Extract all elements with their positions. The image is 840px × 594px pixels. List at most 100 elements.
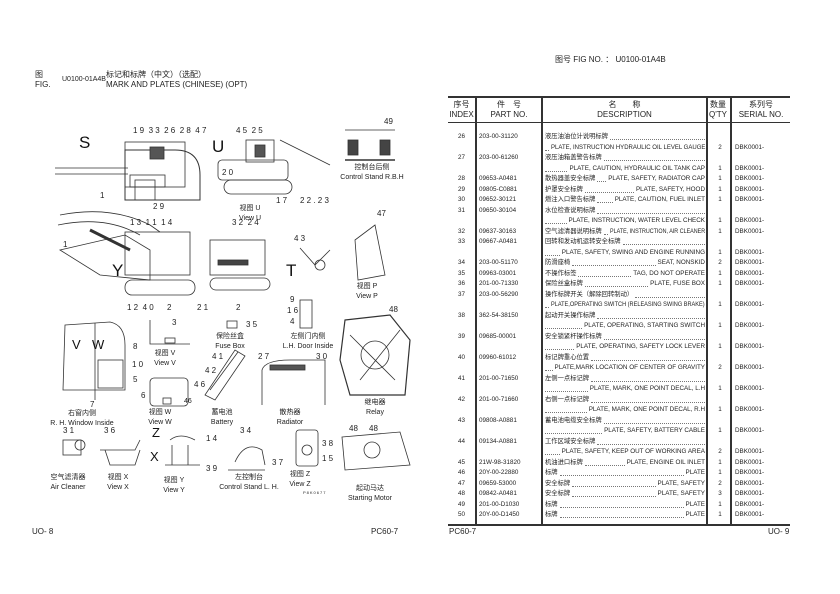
caption-cn: 视图 Z <box>289 471 311 478</box>
row-index: 40 <box>457 353 465 361</box>
leader-dots <box>585 191 634 193</box>
caption-cn: 视图 P <box>356 283 378 290</box>
row-part-no: 09685-00001 <box>479 332 517 340</box>
callout: 3 8 <box>322 439 334 448</box>
row-qty: 1 <box>718 458 722 466</box>
header-qty-cn: 数量 <box>710 100 726 109</box>
caption-cn: 视图 Y <box>163 477 185 484</box>
caption-en: View Y <box>163 487 185 494</box>
description-en: PLATE, SAFETY, HOOD <box>635 185 705 193</box>
description-en: PLATE, OPERATING, SAFETY LOCK LEVER <box>576 343 705 350</box>
right-model: PC60-7 <box>449 527 477 536</box>
description-cn: 标牌 <box>545 500 558 508</box>
row-serial: DBK0001- <box>735 448 765 455</box>
row-index: 48 <box>457 490 465 497</box>
callout: 4 5 2 5 <box>236 126 263 135</box>
description-cn: 机油进口标牌 <box>545 458 583 466</box>
leader-dots <box>560 517 684 518</box>
row-part-no: 09963-03001 <box>479 269 517 277</box>
description-en: PLATE, MARK, ONE POINT DECAL, L.H <box>589 385 705 392</box>
description-en: SEAT, NONSKID <box>657 259 705 266</box>
row-qty: 2 <box>718 448 722 455</box>
header-index-cn: 序号 <box>453 100 470 109</box>
row-index: 41 <box>457 374 465 382</box>
description-en: PLATE,MARK LOCATION OF CENTER OF GRAVITY <box>554 364 705 371</box>
left-page-number: UO- 8 <box>32 527 54 536</box>
header-qty-en: Q'TY <box>709 110 727 119</box>
caption-en: L.H. Door Inside <box>282 343 334 350</box>
row-part-no: 201-00-71330 <box>479 280 519 287</box>
view-y-drawing <box>165 435 200 466</box>
description-en: PLATE, ENGINE OIL INLET <box>626 458 705 466</box>
leader-dots <box>560 475 684 476</box>
description-en: PLATE, MARK, ONE POINT DECAL, R.H <box>588 406 705 413</box>
row-description: 机油进口标牌 PLATE, ENGINE OIL INLET <box>545 458 705 469</box>
description-cn: 液压油箱盖警告标牌 <box>545 154 602 161</box>
leader-dots <box>585 464 625 466</box>
caption-cn: 左控制台 <box>235 474 263 481</box>
row-description: 安全锁紧杆操作标牌 <box>545 332 705 343</box>
description-en: PLATE, INSTRUCTION, AIR CLEANER <box>609 227 705 235</box>
row-qty: 1 <box>718 385 722 392</box>
row-description-en: PLATE,MARK LOCATION OF CENTER OF GRAVITY <box>545 363 705 374</box>
leader-dots <box>545 307 549 308</box>
row-serial: DBK0001- <box>735 301 765 308</box>
fig-title-cn: 标记和标牌（中文）（选配） <box>106 70 206 79</box>
caption-en: View X <box>107 484 129 491</box>
description-en: PLATE <box>685 511 705 518</box>
row-description: 右侧一点标记牌 <box>545 395 705 406</box>
control-stand-rbh <box>345 129 395 161</box>
row-description-en: PLATE, SAFETY, SWING AND ENGINE RUNNING <box>545 248 705 259</box>
row-qty: 2 <box>718 259 722 266</box>
view-v-drawing <box>149 320 190 345</box>
caption-cn: 保险丝盒 <box>215 333 244 340</box>
row-description-en: PLATE, INSTRUCTION HYDRAULIC OIL LEVEL G… <box>545 143 705 154</box>
relay-drawing <box>339 314 411 396</box>
row-qty: 1 <box>718 280 722 287</box>
callout: 1 0 <box>132 360 144 369</box>
description-cn: 右侧一点标记牌 <box>545 395 590 403</box>
view-p-pedal <box>354 224 386 281</box>
row-qty: 1 <box>718 196 722 203</box>
caption-en: Radiator <box>276 419 304 426</box>
row-part-no: 201-00-D1030 <box>479 500 520 508</box>
row-serial: DBK0001- <box>735 458 765 466</box>
row-serial: DBK0001- <box>735 322 765 329</box>
leader-dots <box>545 149 549 151</box>
row-qty: 1 <box>718 185 722 193</box>
view-letter-w: W <box>92 337 105 352</box>
description-cn: 保险丝盒标牌 <box>545 280 583 287</box>
callout: 2 0 <box>222 168 234 177</box>
description-en: PLATE, INSTRUCTION HYDRAULIC OIL LEVEL G… <box>550 143 705 151</box>
leader-dots <box>545 328 582 329</box>
caption-en: Starting Motor <box>348 495 392 502</box>
window-drawing <box>62 321 126 400</box>
row-part-no: 09960-61012 <box>479 353 517 361</box>
callout: 3 6 <box>104 426 116 435</box>
description-en: PLATE, SAFETY, KEEP OUT OF WORKING AREA <box>561 448 705 455</box>
leader-dots <box>545 433 602 434</box>
description-en: PLATE, FUSE BOX <box>650 280 705 287</box>
row-qty: 1 <box>718 301 722 308</box>
description-cn: 安全标牌 <box>545 479 571 487</box>
leader-dots <box>572 265 656 266</box>
fig-title-en: MARK AND PLATES (CHINESE) (OPT) <box>106 80 248 89</box>
